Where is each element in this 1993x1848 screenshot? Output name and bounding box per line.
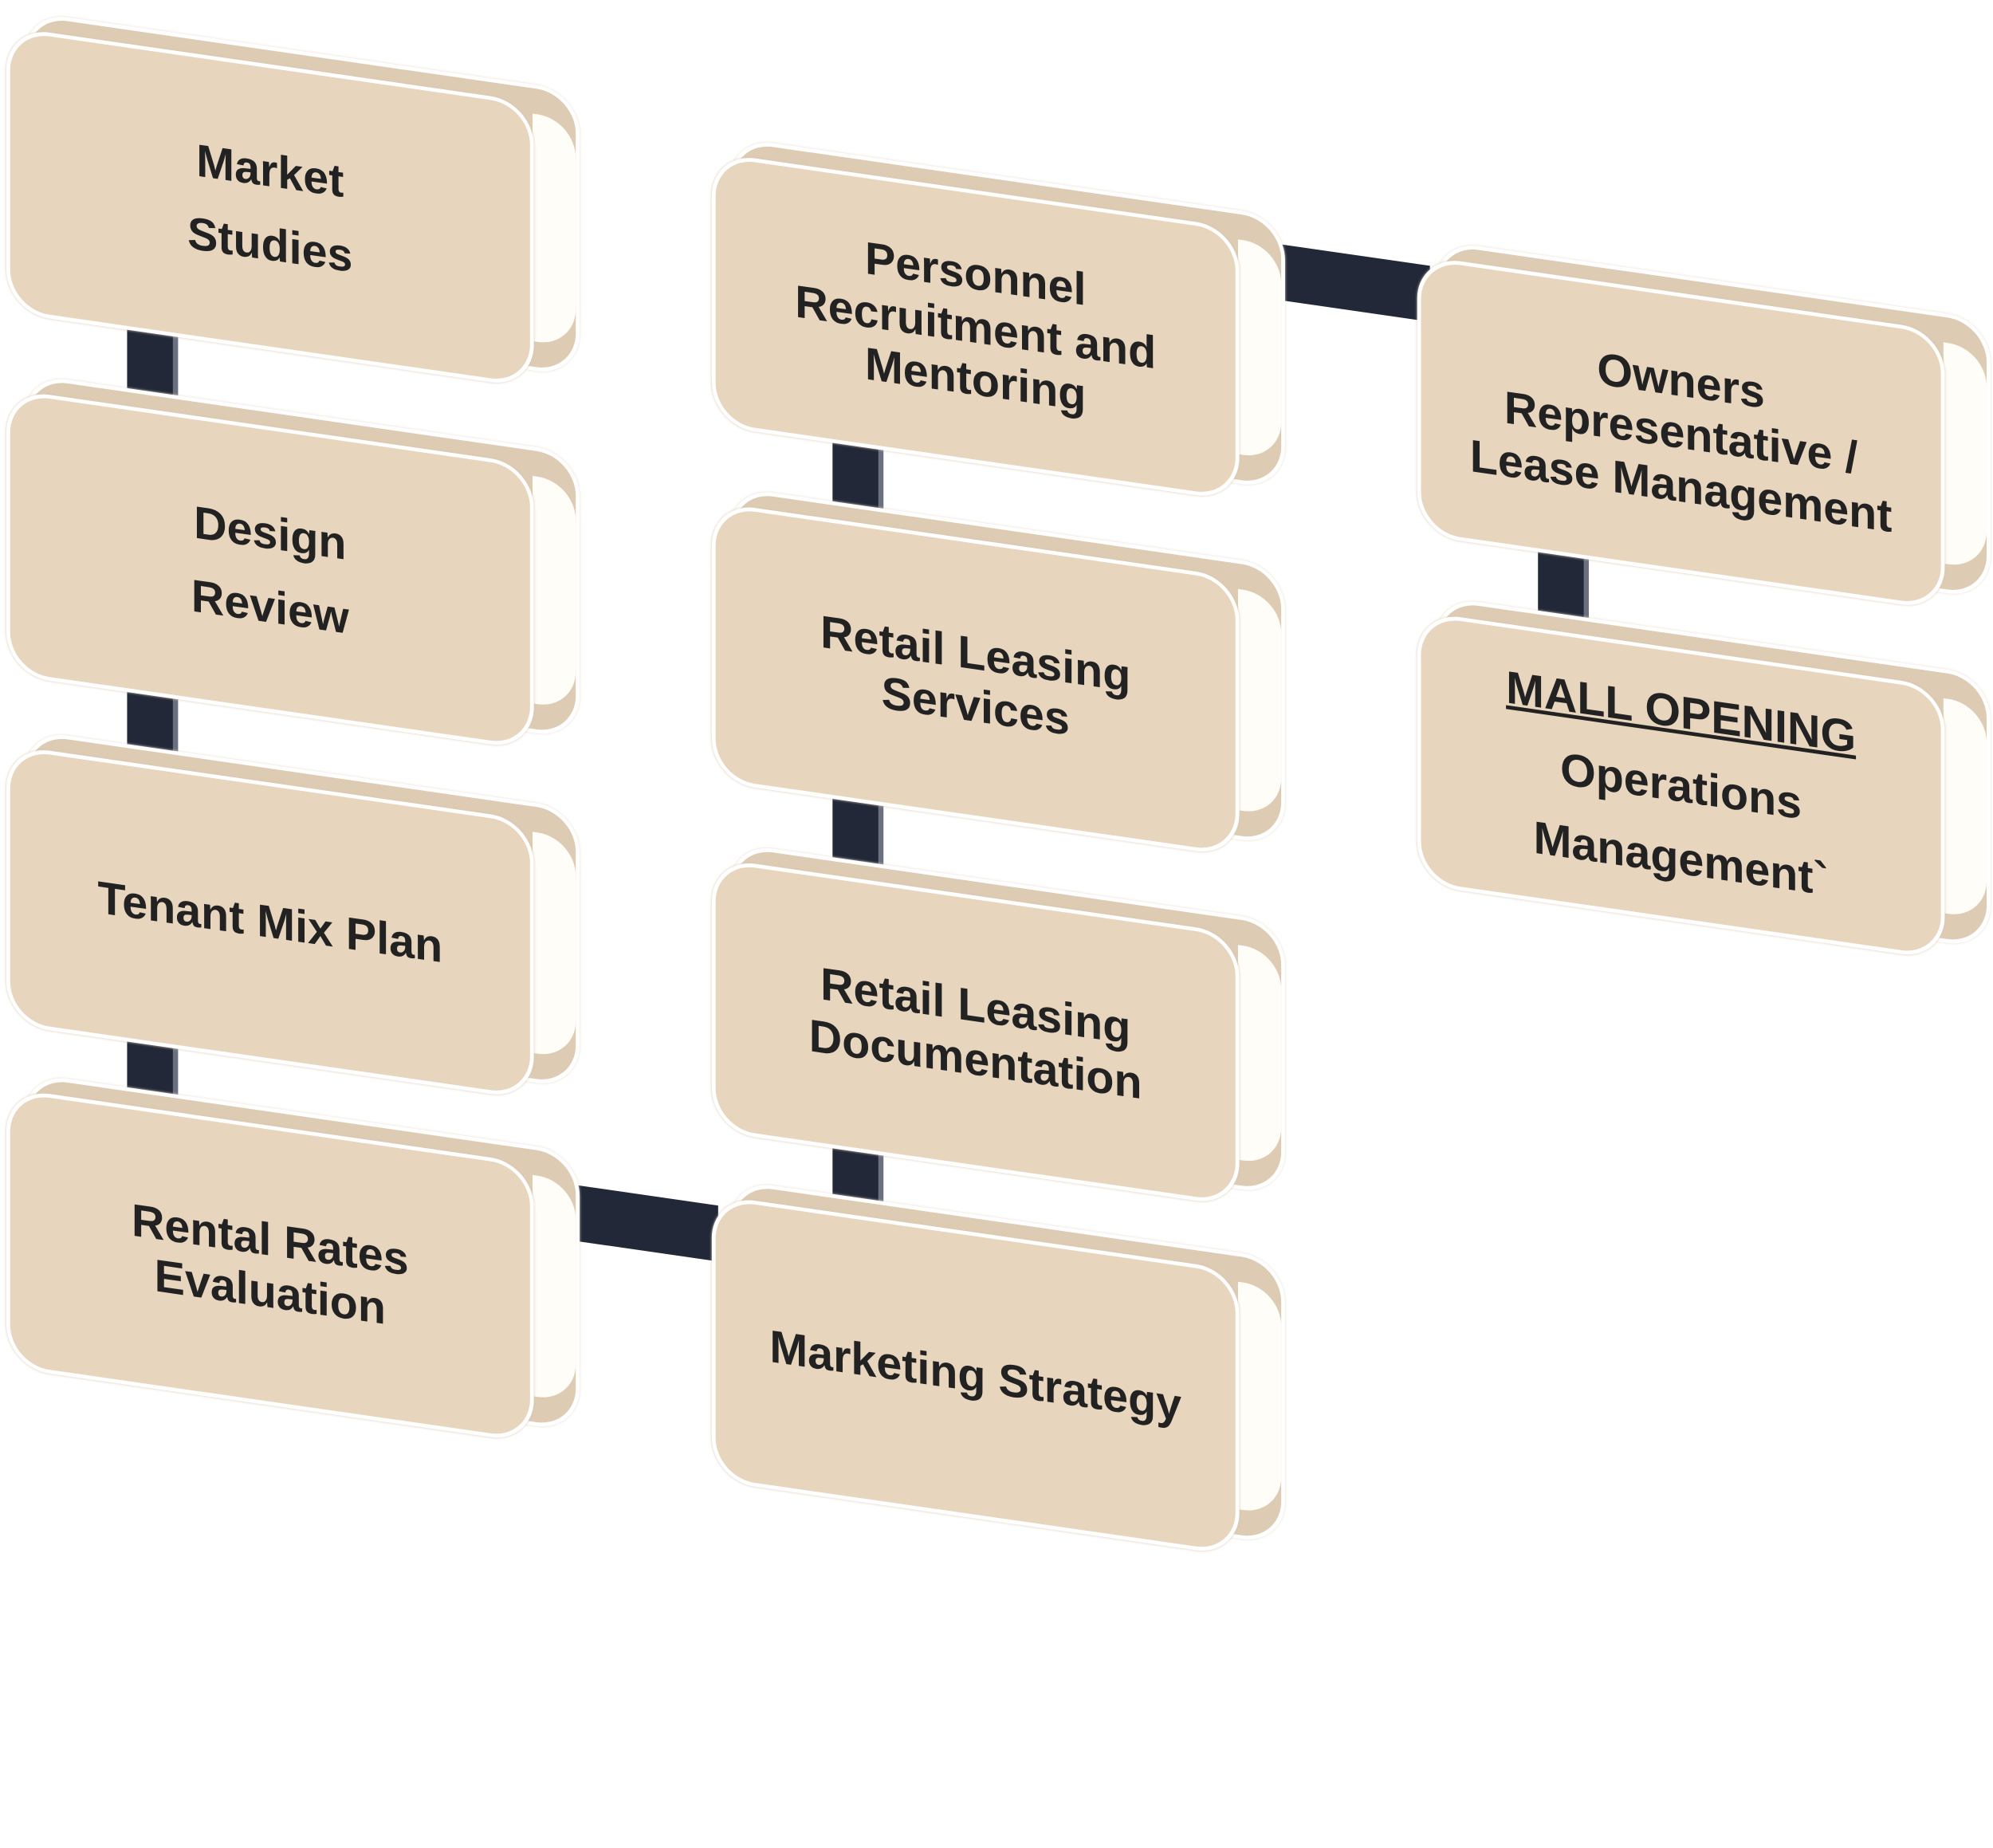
box-label: Marketing Strategy (769, 1319, 1182, 1431)
connector (1271, 242, 1430, 322)
box-marketing-strategy: Marketing Strategy (711, 1179, 1285, 1557)
connector (559, 1182, 718, 1262)
box-tenant-mix-plan: Tenant Mix Plan (6, 729, 580, 1100)
box-label: Tenant Mix Plan (97, 871, 443, 973)
